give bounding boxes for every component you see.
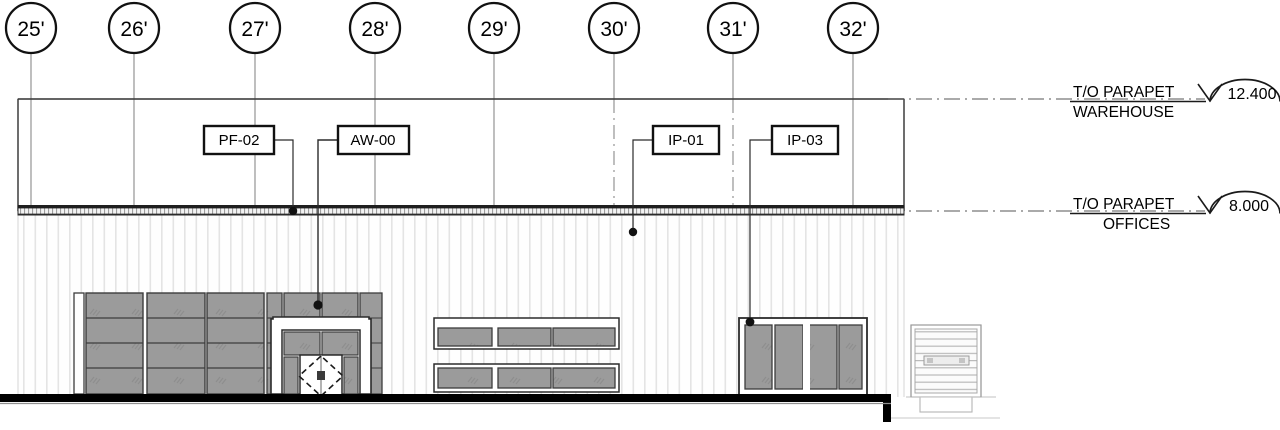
callout-tag-label: IP-01 [668,132,704,149]
level-sub-label: OFFICES [1103,216,1170,233]
level-marker-offices[interactable]: T/O PARAPET OFFICES 8.000 [1070,190,1280,233]
level-datum-lines [888,98,1205,212]
ribbon-window-upper [433,317,620,350]
office-parapet-cap [17,205,905,216]
grid-bubble-25[interactable]: 25' [4,1,58,55]
leader-ip-01 [628,139,653,237]
level-name-label: T/O PARAPET [1073,84,1175,101]
door-handle-icon [317,371,325,380]
grid-bubble-label: 31' [719,18,746,41]
grid-bubble-28[interactable]: 28' [348,1,402,55]
grid-bubble-label: 30' [600,18,627,41]
callout-tag-pf-02[interactable]: PF-02 [202,124,276,156]
grid-bubble-label: 29' [480,18,507,41]
grid-bubble-label: 32' [839,18,866,41]
storefront-bay-3 [206,292,265,395]
level-sub-label: WAREHOUSE [1073,104,1174,121]
ribbon-window-lower [433,363,620,393]
grid-bubble-31[interactable]: 31' [706,1,760,55]
leader-aw-00 [313,139,340,310]
level-name-label: T/O PARAPET [1073,196,1175,213]
grid-bubble-label: 28' [361,18,388,41]
right-window-unit [738,317,868,397]
leader-pf-02 [273,139,298,216]
storefront-bay-1 [73,292,144,395]
storefront-bay-2 [146,292,206,395]
callout-leaders [273,139,772,327]
grid-bubble-label: 26' [120,18,147,41]
callout-tag-label: AW-00 [350,132,395,149]
entry-door[interactable] [297,354,345,398]
grid-bubble-29[interactable]: 29' [467,1,521,55]
callout-tag-ip-03[interactable]: IP-03 [770,124,840,156]
grid-bubble-32[interactable]: 32' [826,1,880,55]
level-value: 12.400 [1228,86,1277,103]
level-marker-warehouse[interactable]: T/O PARAPET WAREHOUSE 12.400 [1070,78,1280,122]
grid-bubble-27[interactable]: 27' [228,1,282,55]
callout-tags: PF-02 AW-00 IP-01 IP-03 [202,124,840,156]
ground-line [0,394,1000,422]
grid-bubble-30[interactable]: 30' [587,1,641,55]
callout-tag-label: IP-03 [787,132,823,149]
level-value: 8.000 [1229,198,1269,215]
grid-bubble-label: 27' [241,18,268,41]
callout-tag-ip-01[interactable]: IP-01 [651,124,721,156]
leader-ip-03 [745,139,772,327]
grid-bubble-label: 25' [17,18,44,41]
grid-lines [30,48,854,212]
louvre-screen [906,324,996,413]
callout-tag-label: PF-02 [219,132,260,149]
grid-bubble-26[interactable]: 26' [107,1,161,55]
callout-tag-aw-00[interactable]: AW-00 [336,124,411,156]
grid-bubbles: 25' 26' 27' 28' 29' 30' [4,1,880,55]
